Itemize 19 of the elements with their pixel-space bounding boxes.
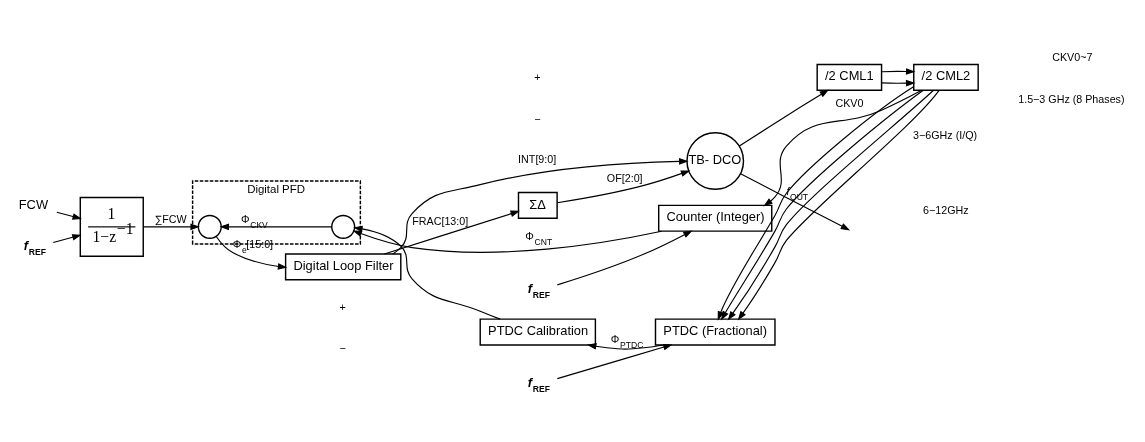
- edge-label: Φ$_{CNT}$: [525, 229, 553, 247]
- label: CKV0~7: [1052, 50, 1093, 63]
- node-text: f$_{REF}$: [527, 280, 550, 300]
- label: 6−12GHz: [923, 203, 969, 216]
- edge-label: Φ$_{PTDC}$: [610, 332, 644, 350]
- node-text: f$_{REF}$: [23, 237, 46, 257]
- label: −: [534, 112, 541, 125]
- label: 1.5−3 GHz (8 Phases): [1018, 92, 1125, 105]
- label: +: [339, 300, 346, 313]
- edge-label: OF[2:0]: [606, 171, 643, 184]
- edge-label: CKV0: [835, 96, 864, 109]
- edge-label: INT[9:0]: [518, 152, 557, 165]
- label: 3−6GHz (I/Q): [913, 128, 978, 141]
- node-text: f$_{REF}$: [527, 374, 550, 394]
- edge-label: FRAC[13:0]: [412, 214, 469, 227]
- label: +: [534, 70, 541, 83]
- edge-label: ∑FCW: [154, 212, 187, 225]
- node-text: FCW: [18, 196, 49, 212]
- label: −: [339, 341, 346, 354]
